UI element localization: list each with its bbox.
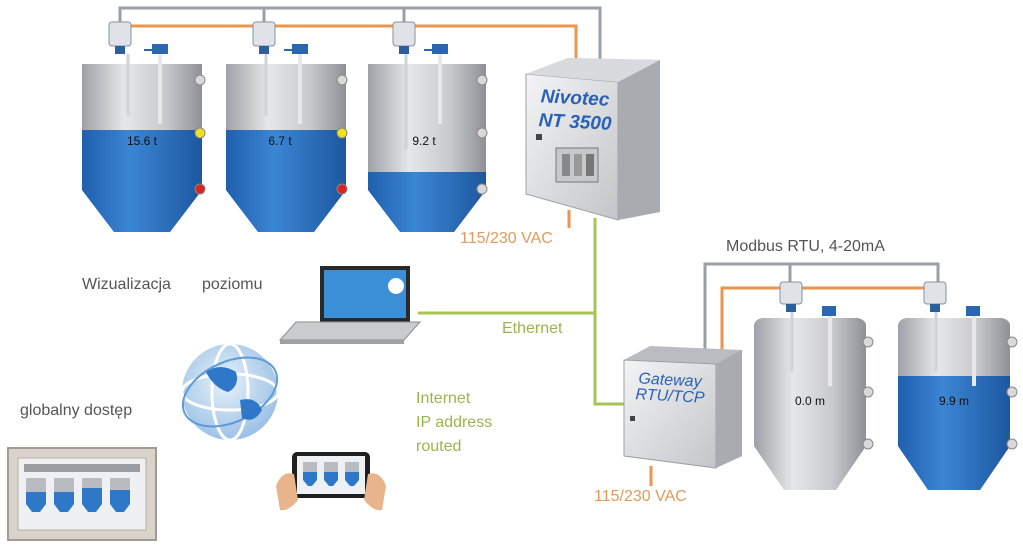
silo-1	[82, 21, 206, 232]
global-access-label: globalny dostęp	[20, 402, 133, 419]
silo-2	[226, 21, 348, 232]
level-transmitter	[144, 44, 168, 124]
ethernet-label: Ethernet	[502, 320, 563, 337]
lamp-yellow	[194, 127, 206, 139]
internet-label-3: routed	[416, 438, 462, 455]
controller-title-line2: NT 3500	[538, 110, 612, 135]
lamp-gray	[1006, 336, 1018, 348]
visualization-label-2: poziomu	[202, 276, 263, 293]
orange-cable-bottom	[720, 286, 784, 350]
lamp-yellow	[336, 127, 348, 139]
gateway-box	[623, 346, 742, 469]
controller-nivotec	[525, 58, 660, 221]
silo-body	[226, 64, 346, 232]
silo-3	[368, 21, 488, 232]
level-transmitter	[424, 44, 448, 124]
level-transmitter	[284, 44, 308, 124]
lamp-gray	[476, 74, 488, 86]
globe-icon	[180, 342, 280, 442]
lamp-gray	[194, 74, 206, 86]
silo-body	[368, 64, 486, 232]
orange-cable-top	[126, 22, 578, 60]
tablet-icon	[276, 452, 386, 511]
power-label-top: 115/230 VAC	[460, 230, 553, 247]
silo-4	[754, 281, 874, 490]
silo-body	[82, 64, 202, 232]
silo-5-level: 9.9 m	[938, 394, 969, 408]
silo-3-level: 9.2 t	[412, 134, 436, 148]
level-sensor	[392, 21, 416, 150]
switch-icon	[536, 134, 542, 140]
controller-title-line1: Nivotec	[540, 86, 610, 111]
lamp-gray	[476, 183, 488, 195]
plc-module-icon	[555, 147, 599, 183]
silo-2-level: 6.7 t	[268, 134, 292, 148]
lamp-gray	[1006, 438, 1018, 450]
power-label-bottom: 115/230 VAC	[594, 488, 687, 505]
lamp-red	[194, 183, 206, 195]
visualization-label-1: Wizualizacja	[82, 276, 171, 293]
level-transmitter	[822, 306, 836, 386]
switch-icon	[630, 416, 635, 421]
lamp-gray	[862, 336, 874, 348]
level-sensor	[779, 281, 803, 372]
lamp-gray	[862, 386, 874, 398]
internet-label-2: IP address	[416, 414, 493, 431]
modbus-label: Modbus RTU, 4-20mA	[726, 238, 885, 255]
silo-5	[898, 281, 1018, 490]
internet-label-1: Internet	[416, 390, 471, 407]
lamp-gray	[336, 74, 348, 86]
level-sensor	[108, 21, 132, 116]
silo-4-level: 0.0 m	[794, 394, 825, 408]
monitor-icon	[7, 447, 157, 541]
green-ethernet	[593, 218, 626, 406]
lamp-gray	[862, 438, 874, 450]
level-sensor	[252, 21, 276, 116]
lamp-gray	[1006, 386, 1018, 398]
lamp-gray	[476, 127, 488, 139]
laptop-icon	[278, 266, 422, 344]
gray-cable-top	[118, 6, 602, 60]
silo-1-level: 15.6 t	[126, 134, 158, 148]
level-transmitter	[966, 306, 980, 386]
lamp-red	[336, 183, 348, 195]
level-sensor	[923, 281, 947, 372]
gray-cable-bottom	[703, 262, 940, 350]
